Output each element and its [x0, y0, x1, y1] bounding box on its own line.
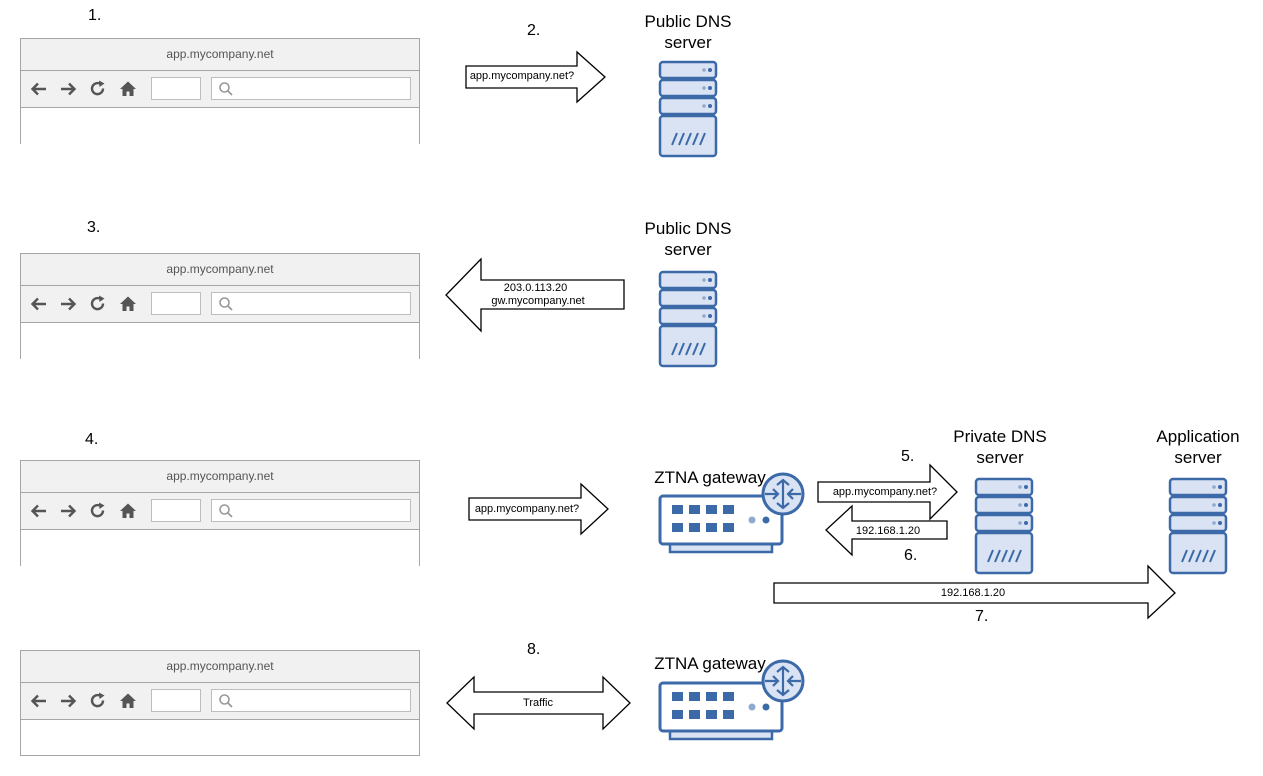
browser-window-4: app.mycompany.net: [20, 650, 420, 756]
query-label-step4: app.mycompany.net?: [474, 503, 580, 515]
ztna-gateway-label-2: ZTNA gateway: [654, 654, 766, 673]
arrow-app-server-forward: [773, 564, 1176, 620]
search-input[interactable]: [211, 292, 411, 315]
browser-toolbar: [21, 71, 419, 108]
home-icon[interactable]: [118, 501, 138, 521]
response-host-label: gw.mycompany.net: [491, 295, 585, 307]
back-arrow-icon[interactable]: [29, 501, 49, 521]
step-4-label: 4.: [85, 431, 99, 448]
browser-title: app.mycompany.net: [21, 461, 419, 493]
private-dns-server-label: Private DNS server: [935, 426, 1065, 468]
private-dns-server: [974, 477, 1034, 575]
public-dns-server-label-2: Public DNS server: [628, 218, 748, 260]
reload-icon[interactable]: [88, 691, 108, 711]
browser-toolbar: [21, 493, 419, 530]
browser-window-2: app.mycompany.net: [20, 253, 420, 359]
browser-title: app.mycompany.net: [21, 651, 419, 683]
back-arrow-icon[interactable]: [29, 691, 49, 711]
step-6-label: 6.: [904, 547, 918, 564]
arrow-traffic-bidirectional: [446, 675, 631, 731]
reload-icon[interactable]: [88, 294, 108, 314]
application-server: [1168, 477, 1228, 575]
private-ip-label-step7: 192.168.1.20: [940, 587, 1006, 599]
arrow-gateway-query: [468, 482, 609, 536]
step-2-label: 2.: [527, 22, 541, 39]
browser-content: [21, 323, 419, 359]
search-input[interactable]: [211, 499, 411, 522]
arrow-dns-query: [465, 50, 606, 104]
browser-content: [21, 530, 419, 566]
browser-toolbar: [21, 683, 419, 720]
browser-title: app.mycompany.net: [21, 254, 419, 286]
public-dns-server-2: [658, 270, 718, 368]
back-arrow-icon[interactable]: [29, 294, 49, 314]
step-8-label: 8.: [527, 641, 541, 658]
home-icon[interactable]: [118, 691, 138, 711]
back-arrow-icon[interactable]: [29, 79, 49, 99]
traffic-label: Traffic: [523, 697, 553, 709]
browser-title: app.mycompany.net: [21, 39, 419, 71]
browser-window-3: app.mycompany.net: [20, 460, 420, 566]
ztna-gateway-label-1: ZTNA gateway: [654, 468, 766, 487]
public-dns-server-1: [658, 60, 718, 158]
step-3-label: 3.: [87, 219, 101, 236]
home-icon[interactable]: [118, 294, 138, 314]
step-5-label: 5.: [901, 448, 915, 465]
home-icon[interactable]: [118, 79, 138, 99]
private-dns-line: Private DNS server: [953, 427, 1047, 467]
private-ip-label-step6: 192.168.1.20: [855, 525, 921, 537]
reload-icon[interactable]: [88, 79, 108, 99]
app-server-line: Application server: [1156, 427, 1240, 467]
search-input[interactable]: [211, 689, 411, 712]
search-icon: [219, 694, 233, 708]
response-ip-label: 203.0.113.20: [503, 282, 568, 294]
ztna-gateway-2: [658, 659, 805, 741]
arrow-dns-response: [445, 257, 625, 333]
forward-arrow-icon[interactable]: [58, 691, 78, 711]
forward-arrow-icon[interactable]: [58, 79, 78, 99]
arrow-private-dns-query: [817, 463, 958, 521]
browser-content: [21, 720, 419, 753]
search-icon: [219, 297, 233, 311]
forward-arrow-icon[interactable]: [58, 501, 78, 521]
forward-arrow-icon[interactable]: [58, 294, 78, 314]
application-server-label: Application server: [1138, 426, 1258, 468]
public-dns-server-label-1: Public DNS server: [628, 11, 748, 53]
address-input[interactable]: [151, 292, 201, 315]
search-input[interactable]: [211, 77, 411, 100]
browser-window-1: app.mycompany.net: [20, 38, 420, 144]
public-dns-line: Public DNS server: [644, 219, 732, 259]
address-input[interactable]: [151, 689, 201, 712]
ztna-gateway-1: [658, 472, 805, 554]
step-7-label: 7.: [975, 608, 989, 625]
arrow-private-dns-response: [825, 504, 948, 557]
query-label-step5: app.mycompany.net?: [832, 486, 938, 498]
public-dns-line: Public DNS server: [644, 12, 732, 52]
address-input[interactable]: [151, 499, 201, 522]
step-1-label: 1.: [88, 7, 102, 24]
search-icon: [219, 504, 233, 518]
browser-content: [21, 108, 419, 144]
address-input[interactable]: [151, 77, 201, 100]
browser-toolbar: [21, 286, 419, 323]
query-label-step2: app.mycompany.net?: [469, 70, 575, 82]
reload-icon[interactable]: [88, 501, 108, 521]
search-icon: [219, 82, 233, 96]
